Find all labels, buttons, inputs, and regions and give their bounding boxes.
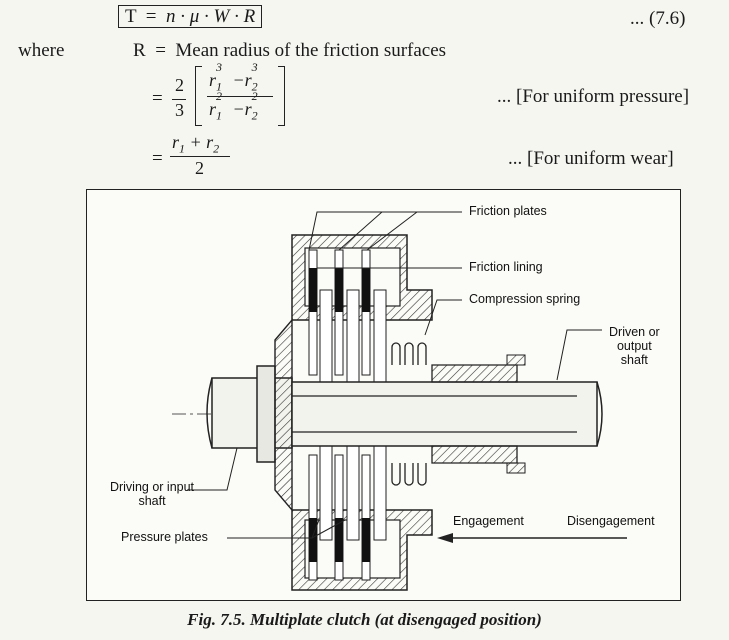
two-thirds-fraction: 2 3 [172, 75, 188, 123]
equals-sign-pressure: = [152, 88, 163, 109]
compression-springs [391, 342, 427, 486]
input-flange [256, 365, 276, 463]
fraction-denominator: 3 [175, 100, 184, 120]
driven-shaft-line-2: output [616, 339, 652, 353]
sliding-sleeve-bottom [431, 445, 518, 464]
sliding-sleeve-top [431, 364, 518, 383]
driving-shaft-line-1: Driving or input [109, 480, 195, 494]
driving-shaft-label: Driving or input shaft [87, 480, 217, 508]
driving-boss [274, 318, 293, 512]
radius-definition: Mean radius of the friction surfaces [175, 40, 447, 61]
fraction-numerator: 2 [175, 75, 184, 95]
mean-radius-wear-fraction: r1 + r2 2 [170, 132, 240, 182]
disengagement-label: Disengagement [567, 514, 655, 528]
driven-shaft-label: Driven or output shaft [609, 325, 660, 367]
equals-sign: = [145, 6, 157, 27]
figure-caption: Fig. 7.5. Multiplate clutch (at disengag… [187, 610, 542, 629]
wear-denominator: 2 [195, 158, 204, 178]
driven-shaft-line-1: Driven or [609, 325, 660, 339]
equation-number: ... (7.6) [630, 8, 686, 29]
driving-shaft-line-2: shaft [138, 494, 166, 508]
boxed-torque-formula: T = n · μ · W · R [118, 5, 263, 28]
uniform-pressure-note: ... [For uniform pressure] [497, 86, 690, 107]
output-shaft [291, 381, 598, 447]
engagement-label: Engagement [453, 514, 524, 528]
ratio-numerator: r13 −r23 [209, 60, 258, 94]
uniform-wear-note: ... [For uniform wear] [508, 148, 674, 169]
bracketed-radius-ratio: r13 −r23 r12 −r22 [195, 60, 285, 126]
ratio-denominator: r12 −r22 [209, 89, 258, 123]
clutch-drawing [172, 211, 627, 591]
friction-lining-label: Friction lining [469, 260, 543, 274]
equation-7-6: T = n · μ · W · R [118, 5, 263, 28]
pressure-plates-label: Pressure plates [121, 530, 208, 544]
compression-spring-label: Compression spring [469, 292, 581, 306]
driven-shaft-line-3: shaft [620, 353, 648, 367]
wear-numerator: r1 + r2 [172, 132, 220, 156]
multiplate-clutch-figure: Friction plates Friction lining Compress… [86, 189, 681, 601]
friction-plates-bottom [308, 439, 387, 581]
torque-symbol: T [125, 6, 137, 27]
equals-sign: = [155, 40, 166, 61]
friction-plates-label: Friction plates [469, 204, 547, 218]
radius-symbol: R [133, 40, 146, 61]
equals-sign-wear: = [152, 148, 163, 169]
torque-expression: n · μ · W · R [165, 6, 256, 27]
where-word: where [18, 40, 65, 61]
mean-radius-line: R = Mean radius of the friction surfaces [133, 40, 446, 62]
